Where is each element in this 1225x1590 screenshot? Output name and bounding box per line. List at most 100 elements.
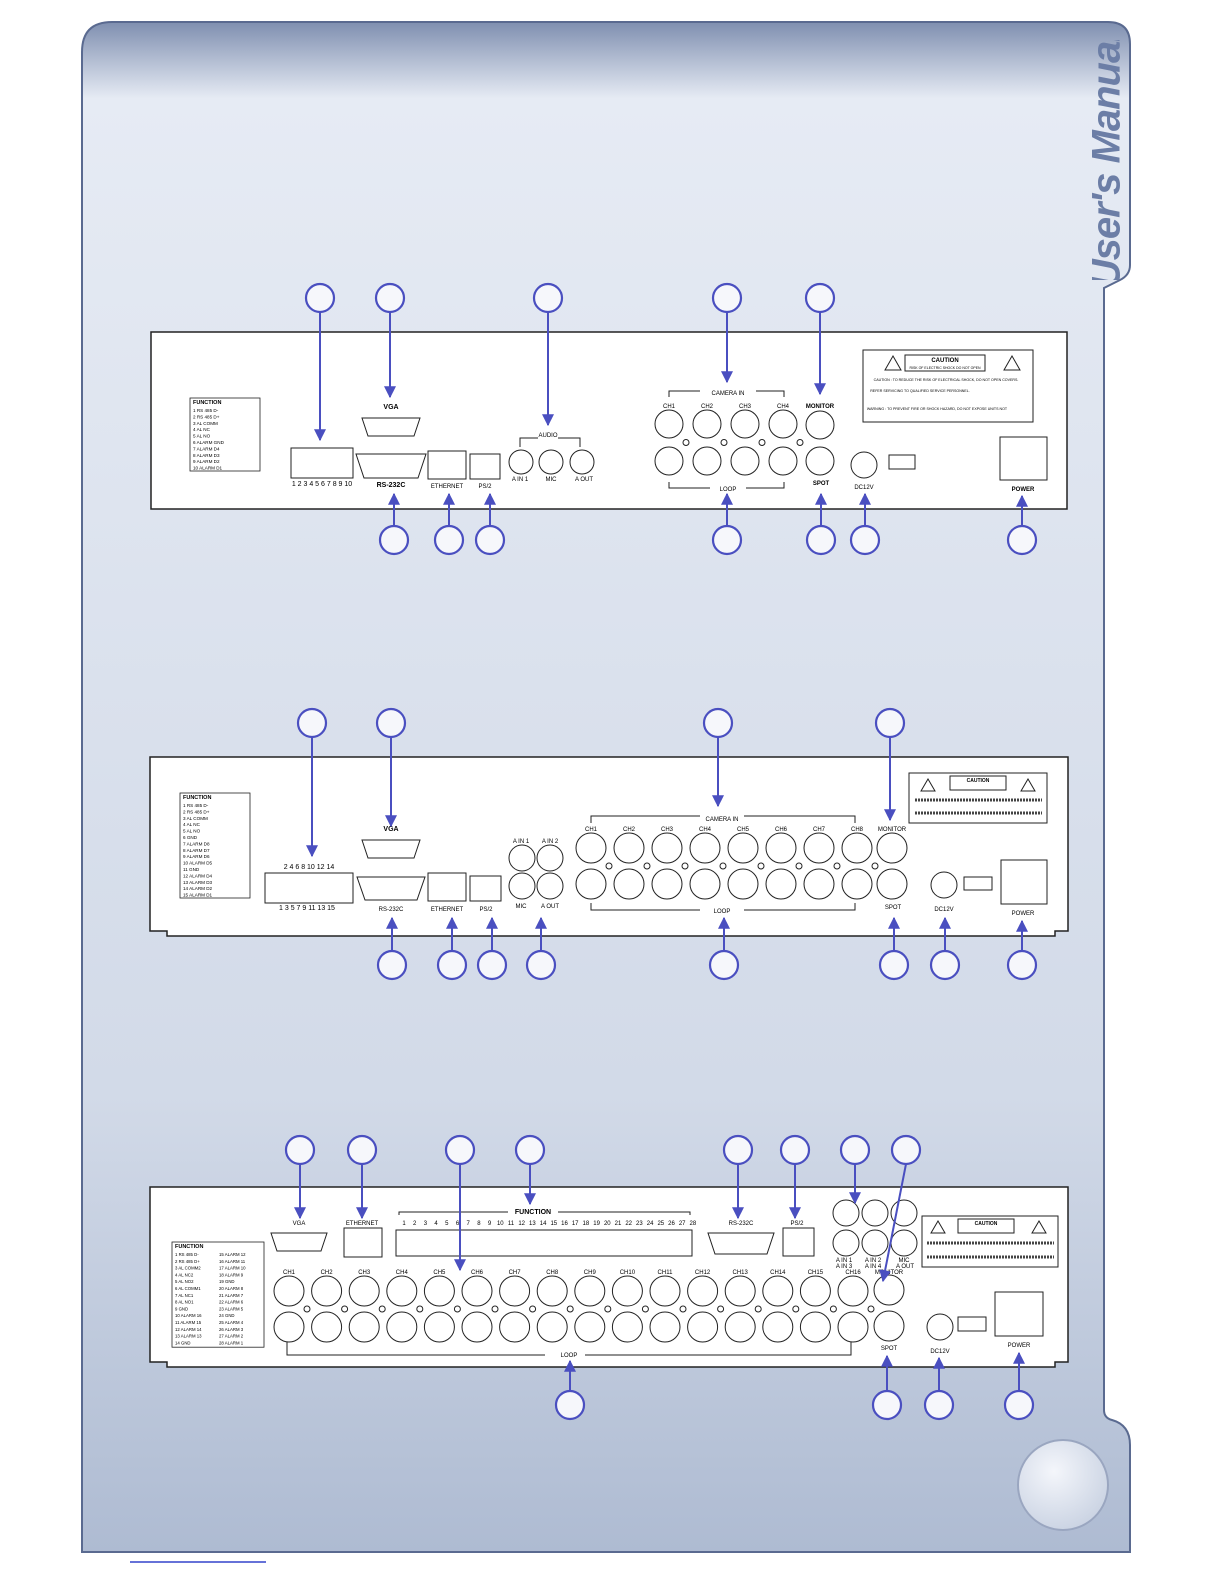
channel-screw bbox=[792, 1305, 800, 1313]
function-pin-number: 19 bbox=[593, 1221, 600, 1227]
audio-in-1-jack-3 bbox=[832, 1199, 860, 1227]
function-pin-number: 10 bbox=[497, 1221, 504, 1227]
vga-label: VGA bbox=[383, 404, 398, 411]
callouts bbox=[284, 282, 1038, 1421]
channel-screw bbox=[604, 1305, 612, 1313]
channel-label: CH4 bbox=[777, 404, 790, 410]
function-table-row: 5 AL NO2 bbox=[175, 1279, 194, 1284]
channel-label: CH2 bbox=[623, 827, 636, 833]
callout-circle bbox=[702, 707, 734, 739]
callout-circle bbox=[375, 707, 407, 739]
callout-circle bbox=[929, 949, 961, 981]
audio-in-1-jack-2 bbox=[508, 844, 536, 872]
svg-text:CAUTION : TO REDUCE THE RISK O: CAUTION : TO REDUCE THE RISK OF ELECTRIC… bbox=[874, 378, 1019, 382]
channel-label: CH5 bbox=[737, 827, 750, 833]
camera-in-jack bbox=[762, 1275, 794, 1307]
callout-circle bbox=[890, 1134, 922, 1166]
ethernet-port-3 bbox=[343, 1227, 383, 1258]
function-table-row: 12 ALARM 14 bbox=[175, 1327, 202, 1332]
loop-jack bbox=[611, 1311, 643, 1343]
caution-label-1: CAUTION RISK OF ELECTRIC SHOCK DO NOT OP… bbox=[862, 349, 1034, 423]
rs232c-label-3: RS-232C bbox=[729, 1221, 754, 1227]
ethernet-label-2: ETHERNET bbox=[431, 907, 464, 913]
callout-circle bbox=[296, 707, 328, 739]
function-table-row: 22 ALARM 6 bbox=[219, 1300, 244, 1305]
camera-in-jack bbox=[689, 832, 721, 864]
function-table-frame bbox=[179, 792, 251, 899]
rs232c-port bbox=[355, 453, 427, 479]
function-table-row: 10 ALARM D5 bbox=[183, 861, 213, 866]
terminal-bottom-numbers: 1 3 5 7 9 11 13 15 bbox=[279, 905, 335, 912]
channel-screw bbox=[795, 862, 803, 870]
channel-screw bbox=[679, 1305, 687, 1313]
loop-jack bbox=[575, 868, 607, 900]
channel-screw bbox=[867, 1305, 875, 1313]
vga-label-2: VGA bbox=[383, 826, 398, 833]
ps2-port-3 bbox=[782, 1227, 815, 1257]
camera-in-jack bbox=[311, 1275, 343, 1307]
svg-text:CAUTION: CAUTION bbox=[967, 778, 990, 784]
dc12v-label-2: DC12V bbox=[934, 907, 953, 913]
dc12v-label-3: DC12V bbox=[930, 1349, 949, 1355]
function-table-title: FUNCTION bbox=[183, 795, 211, 801]
camera-in-jack bbox=[611, 1275, 643, 1307]
ethernet-label: ETHERNET bbox=[431, 484, 464, 490]
channel-screw bbox=[566, 1305, 574, 1313]
channel-label: CH8 bbox=[546, 1270, 559, 1276]
function-table-row: 25 ALARM 4 bbox=[219, 1320, 244, 1325]
camera-in-jack bbox=[727, 832, 759, 864]
function-table-row: 7 AL NC1 bbox=[175, 1293, 194, 1298]
channel-label: CH13 bbox=[733, 1270, 749, 1276]
dc12v-jack bbox=[850, 451, 878, 479]
function-table-row: 16 ALARM 11 bbox=[219, 1259, 246, 1264]
function-table-row: 11 ALARM 15 bbox=[175, 1320, 202, 1325]
mic-jack bbox=[538, 449, 564, 475]
loop-jack bbox=[348, 1311, 380, 1343]
camera-in-jack bbox=[499, 1275, 531, 1307]
function-table-row: 4 AL NC2 bbox=[175, 1272, 194, 1277]
camera-in-jack bbox=[799, 1275, 831, 1307]
function-table-row: 8 ALARM D7 bbox=[183, 848, 210, 853]
channel-screw bbox=[341, 1305, 349, 1313]
loop-jack bbox=[651, 868, 683, 900]
vga-label-3: VGA bbox=[293, 1221, 306, 1227]
power-label-2: POWER bbox=[1012, 911, 1035, 917]
function-table-row: 4 AL NC bbox=[193, 427, 211, 432]
svg-text:CAUTION: CAUTION bbox=[931, 358, 958, 364]
ethernet-port-2 bbox=[427, 872, 467, 902]
camera-in-jack bbox=[765, 832, 797, 864]
callout-circle bbox=[376, 949, 408, 981]
channel-label: CH12 bbox=[695, 1270, 711, 1276]
function-table-row: 1 RS 485 D- bbox=[175, 1252, 199, 1257]
ain1-label-2: A IN 1 bbox=[513, 839, 530, 845]
channel-label: CH1 bbox=[283, 1270, 296, 1276]
channel-screw bbox=[757, 862, 765, 870]
callout-circle bbox=[444, 1134, 476, 1166]
camera-in-jack bbox=[692, 409, 722, 439]
camera-in-jack bbox=[649, 1275, 681, 1307]
channel-label: CH1 bbox=[585, 827, 598, 833]
vga-port-3 bbox=[270, 1232, 328, 1252]
function-table-row: 1 RS 485 D- bbox=[183, 803, 209, 808]
function-table-row: 2 RS 485 D+ bbox=[175, 1259, 200, 1264]
function-table-row: 13 ALARM 13 bbox=[175, 1334, 202, 1339]
function-table-row: 6 AL COMM1 bbox=[175, 1286, 201, 1291]
camera-in-jack bbox=[687, 1275, 719, 1307]
terminal-block bbox=[290, 447, 354, 479]
ps2-label-3: PS/2 bbox=[790, 1221, 804, 1227]
spot-label: SPOT bbox=[813, 481, 830, 487]
loop-jack bbox=[687, 1311, 719, 1343]
function-table-row: 13 ALARM D3 bbox=[183, 880, 213, 885]
callout-circle bbox=[1006, 524, 1038, 556]
function-table-row: 8 AL NO1 bbox=[175, 1300, 194, 1305]
function-table-row: 23 ALARM 5 bbox=[219, 1306, 244, 1311]
audio-out-jack-2 bbox=[536, 872, 564, 900]
loop-jack bbox=[765, 868, 797, 900]
spot-jack bbox=[805, 446, 835, 476]
function-pin-number: 1 bbox=[402, 1221, 406, 1227]
function-table-row: 7 ALARM D4 bbox=[193, 446, 220, 451]
camera-in-jack bbox=[803, 832, 835, 864]
